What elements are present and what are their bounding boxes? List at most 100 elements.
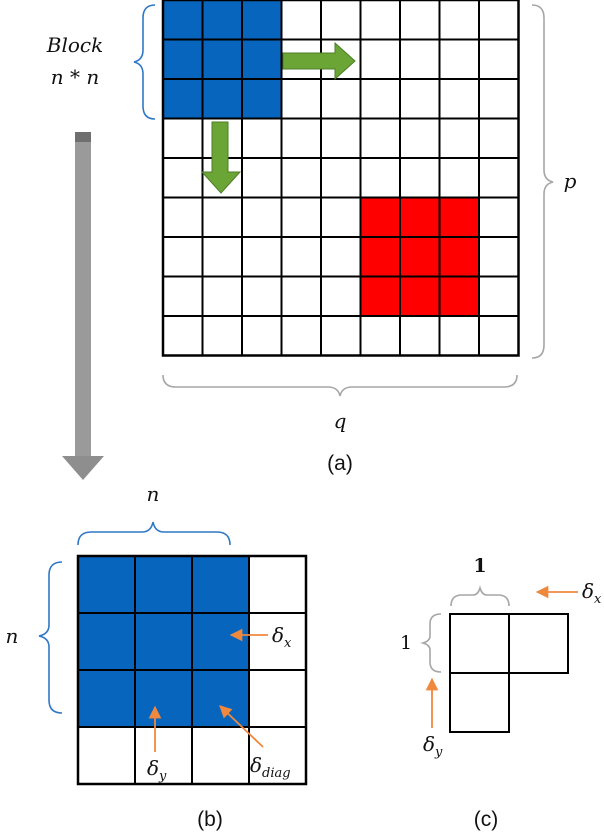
one-top-label: 1 [473,555,486,577]
grid-a-cell [280,117,322,159]
grid-a-cell [359,78,401,120]
grid-a-cell [241,117,283,159]
panel-c: 1 1 δx δy (c) [400,555,602,831]
grid-a-cell [201,236,243,278]
grid-a-cell [280,0,322,41]
delta-diag-label: δdiag [250,753,291,781]
grid-a-cell [320,117,362,159]
caption-b: (b) [197,808,223,831]
grid-a-cell [438,315,480,357]
grid-b-block-cell [134,612,193,671]
grid-b-block-cell [191,555,250,614]
grid-a-cell [280,78,322,120]
grid-a-cell [320,275,362,317]
grid-a-cell [320,78,362,120]
block-label-line2: n * n [51,65,99,89]
grid-a-cell [280,275,322,317]
grid-a-cell [280,315,322,357]
cell-c-right [508,613,569,674]
q-brace [162,374,518,397]
grid-a-cell [320,157,362,199]
grid-a-cell [399,157,441,199]
p-brace [531,4,554,359]
grid-a-cell [162,157,204,199]
shift-down-arrow [200,121,242,194]
grid-a-cell [399,38,441,80]
n-side-label: n [6,624,19,648]
grid-a-cell [201,315,243,357]
p-label: p [564,169,577,193]
grid-a-cell [359,117,401,159]
grid-a-cell [320,196,362,238]
grid-a-cell [280,196,322,238]
one-side-label: 1 [400,632,412,654]
grid-a-block-cell [201,0,243,41]
grid-a-cell [478,196,520,238]
grid-b [76,554,308,786]
block-brace [133,4,156,120]
grid-a-cell [478,78,520,120]
grid-a-highlight-cell [359,236,401,278]
panel-b: n n δx δy δdiag (b) [6,482,308,831]
grid-b-block-cell [191,612,250,671]
grid-a-cell [478,38,520,80]
grid-b-block-cell [77,669,136,728]
grid-a-cell [320,0,362,41]
block-label-line1: Block [46,33,103,57]
grid-a-cell [201,275,243,317]
grid-a-block-cell [162,78,204,120]
grid-b-block-cell [134,669,193,728]
grid-a-block-cell [241,78,283,120]
grid-a-cell [241,196,283,238]
grid-a-cell [162,117,204,159]
grid-a-cell [241,315,283,357]
grid-a-cell [320,315,362,357]
n-top-label: n [147,482,160,506]
grid-a-highlight-cell [359,275,401,317]
grid-a-cell [162,236,204,278]
grid-a [161,0,520,357]
grid-b-block-cell [77,555,136,614]
grid-a-highlight-cell [438,236,480,278]
grid-a-cell [399,117,441,159]
grid-a-cell [438,38,480,80]
one-top-brace [450,585,510,607]
grid-a-cell [438,157,480,199]
grid-b-cell [248,555,307,614]
cell-c-below [449,672,510,733]
delta-x-label: δx [272,623,292,651]
grid-a-cell [399,78,441,120]
caption-c: (c) [474,808,499,831]
grid-a-block-cell [241,0,283,41]
grid-a-cell [162,275,204,317]
grid-a-highlight-cell [399,236,441,278]
n-top-brace [77,521,231,546]
grid-a-highlight-cell [399,196,441,238]
grid-b-cell [248,612,307,671]
grid-a-cell [320,236,362,278]
grid-a-cell [359,315,401,357]
grid-a-cell [478,275,520,317]
grid-a-cell [438,78,480,120]
grid-a-cell [399,0,441,41]
grid-a-cell [478,236,520,278]
grid-a-cell [438,117,480,159]
grid-a-block-cell [201,38,243,80]
grid-a-cell [478,157,520,199]
grid-a-cell [280,157,322,199]
grid-a-cell [399,315,441,357]
grid-b-block-cell [134,555,193,614]
panel-a: Block n * n p q (a) [46,0,577,475]
grid-a-block-cell [162,38,204,80]
grid-a-highlight-cell [399,275,441,317]
cell-c-origin [449,613,510,674]
grid-a-cell [359,0,401,41]
q-label: q [334,409,347,433]
grid-a-cell [478,0,520,41]
grid-b-cell [191,726,250,785]
grid-a-block-cell [241,38,283,80]
delta-diag-arrow [219,705,264,748]
grid-b-block-cell [77,612,136,671]
n-side-brace [38,561,63,714]
